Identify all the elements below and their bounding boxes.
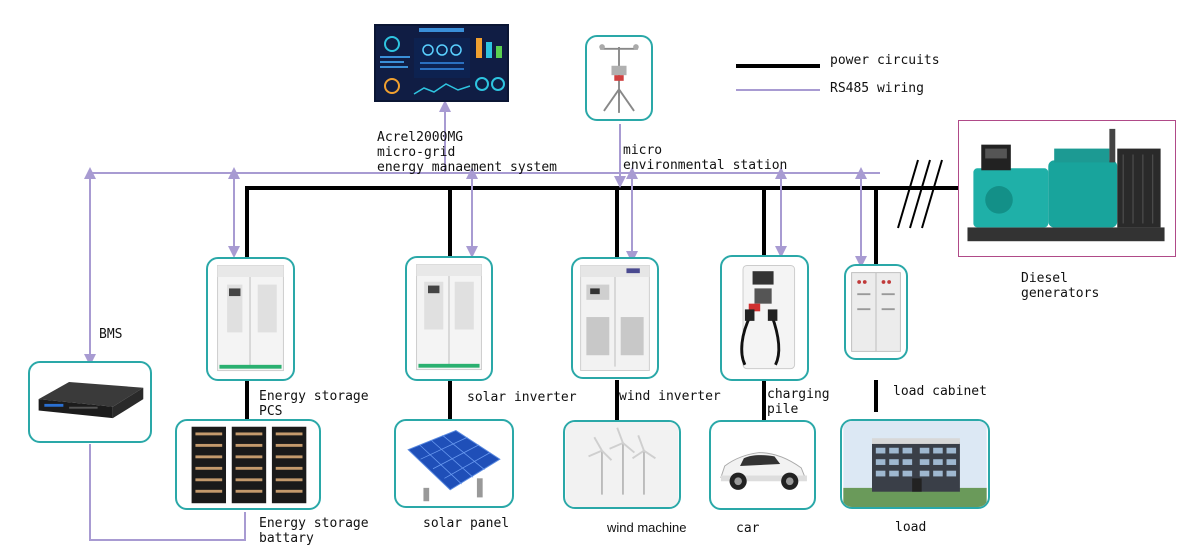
load-box bbox=[840, 419, 990, 509]
ems-label-line1: Acrel2000MG bbox=[377, 130, 464, 145]
battery-label-line2: battary bbox=[259, 531, 314, 546]
charging-pile-label-line2: pile bbox=[767, 402, 799, 417]
wind-machine-label: wind machine bbox=[607, 520, 687, 535]
wind-machine-box bbox=[563, 420, 681, 509]
pcs-cabinet-icon bbox=[217, 265, 284, 372]
battery-rack-icon bbox=[191, 426, 307, 504]
solar-inverter-box bbox=[405, 256, 493, 381]
rs485-wiring bbox=[84, 100, 880, 541]
car-label: car bbox=[736, 521, 760, 536]
car-icon bbox=[720, 452, 807, 490]
weather-station-box bbox=[585, 35, 653, 121]
battery-box bbox=[175, 419, 321, 510]
weather-label: micro environmental station bbox=[623, 143, 787, 173]
battery-label-line1: Energy storage bbox=[259, 516, 369, 531]
weather-station-icon bbox=[599, 44, 639, 113]
pcs-box bbox=[206, 257, 295, 381]
diesel-label-line2: generators bbox=[1021, 286, 1100, 301]
ems-label-line3: energy manaement system bbox=[377, 160, 558, 175]
diesel-label-line1: Diesel bbox=[1021, 271, 1068, 286]
solar-inverter-label: solar inverter bbox=[467, 390, 577, 405]
wind-inverter-icon bbox=[580, 265, 650, 371]
wind-inverter-box bbox=[571, 257, 659, 379]
ems-label: Acrel2000MG micro-grid energy manaement … bbox=[377, 130, 557, 175]
diesel-generator-box bbox=[958, 120, 1176, 257]
solar-panel-label: solar panel bbox=[423, 516, 510, 531]
charging-pile-label: charging pile bbox=[767, 387, 830, 417]
diesel-label: Diesel generators bbox=[1021, 271, 1099, 301]
building-icon bbox=[843, 421, 987, 507]
load-label: load bbox=[895, 520, 927, 535]
power-circuits bbox=[245, 186, 958, 420]
charging-pile-label-line1: charging bbox=[767, 387, 830, 402]
load-cabinet-label: load cabinet bbox=[893, 384, 987, 399]
bms-device-icon bbox=[38, 382, 144, 419]
solar-inverter-icon bbox=[416, 264, 482, 371]
legend-power-label: power circuits bbox=[830, 53, 940, 68]
wind-inverter-label: wind inverter bbox=[619, 389, 721, 404]
load-cabinet-icon bbox=[851, 272, 901, 352]
car-box bbox=[709, 420, 816, 510]
ems-label-line2: micro-grid bbox=[377, 145, 456, 160]
charging-pile-icon bbox=[740, 264, 796, 370]
charging-pile-box bbox=[720, 255, 809, 381]
pcs-label: Energy storage PCS bbox=[259, 389, 369, 419]
load-cabinet-box bbox=[844, 264, 908, 360]
legend-rs485-label: RS485 wiring bbox=[830, 81, 924, 96]
wind-turbine-icon bbox=[565, 422, 679, 507]
solar-panel-box bbox=[394, 419, 514, 508]
pcs-label-line1: Energy storage bbox=[259, 389, 369, 404]
pcs-label-line2: PCS bbox=[259, 404, 283, 419]
diesel-generator-icon bbox=[967, 128, 1165, 242]
bms-box bbox=[28, 361, 152, 443]
solar-panel-icon bbox=[407, 430, 501, 502]
rs485-bms-battery bbox=[89, 444, 246, 541]
bms-label: BMS bbox=[99, 327, 123, 342]
break-marks bbox=[897, 159, 943, 229]
weather-label-line1: micro bbox=[623, 143, 663, 158]
ems-dashboard-image bbox=[374, 24, 509, 102]
weather-label-line2: environmental station bbox=[623, 158, 788, 173]
battery-label: Energy storage battary bbox=[259, 516, 369, 546]
